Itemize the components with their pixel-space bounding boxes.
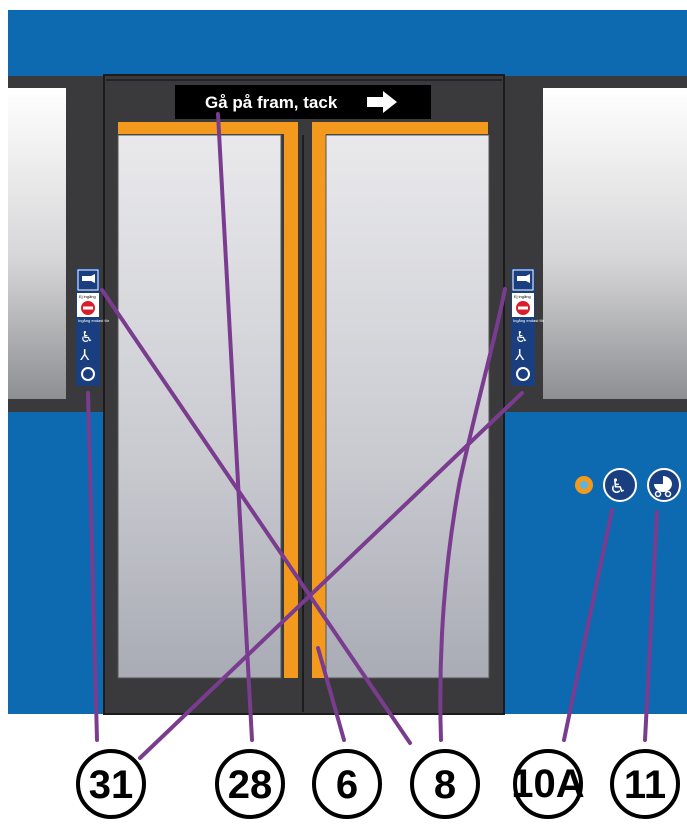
panel-small-text: Ej ingång (514, 294, 531, 299)
svg-text:6: 6 (336, 763, 358, 807)
sign-text: Gå på fram, tack (205, 93, 338, 112)
right-door-leaf (312, 122, 489, 678)
callout-28: 28 (217, 751, 283, 817)
panel-small-text: Ej ingång (79, 294, 96, 299)
svg-text:8: 8 (434, 763, 456, 807)
bus-body-upper (8, 10, 687, 76)
callout-11: 11 (612, 751, 678, 817)
svg-text:10A: 10A (511, 762, 584, 806)
callouts: 31 28 6 8 10A 11 (78, 751, 678, 817)
svg-text:28: 28 (228, 763, 273, 807)
svg-text:11: 11 (624, 763, 666, 807)
callout-31: 31 (78, 751, 144, 817)
walker-icon: ⅄ (79, 346, 90, 364)
left-door-leaf (118, 122, 298, 678)
callout-6: 6 (314, 751, 380, 817)
callout-8: 8 (412, 751, 478, 817)
panel-small-text-2: Ingång endast för (78, 318, 110, 323)
callout-10a: 10A (511, 751, 584, 817)
right-window (543, 88, 687, 399)
left-window (8, 88, 66, 399)
wheelchair-icon: ♿ (515, 328, 528, 346)
boarding-sign: Gå på fram, tack (175, 85, 431, 119)
walker-icon: ⅄ (514, 346, 525, 364)
svg-text:31: 31 (89, 763, 134, 807)
wheelchair-icon: ♿ (80, 328, 93, 346)
wheelchair-icon: ♿ (609, 474, 627, 498)
panel-small-text-2: Ingång endast för (513, 318, 545, 323)
